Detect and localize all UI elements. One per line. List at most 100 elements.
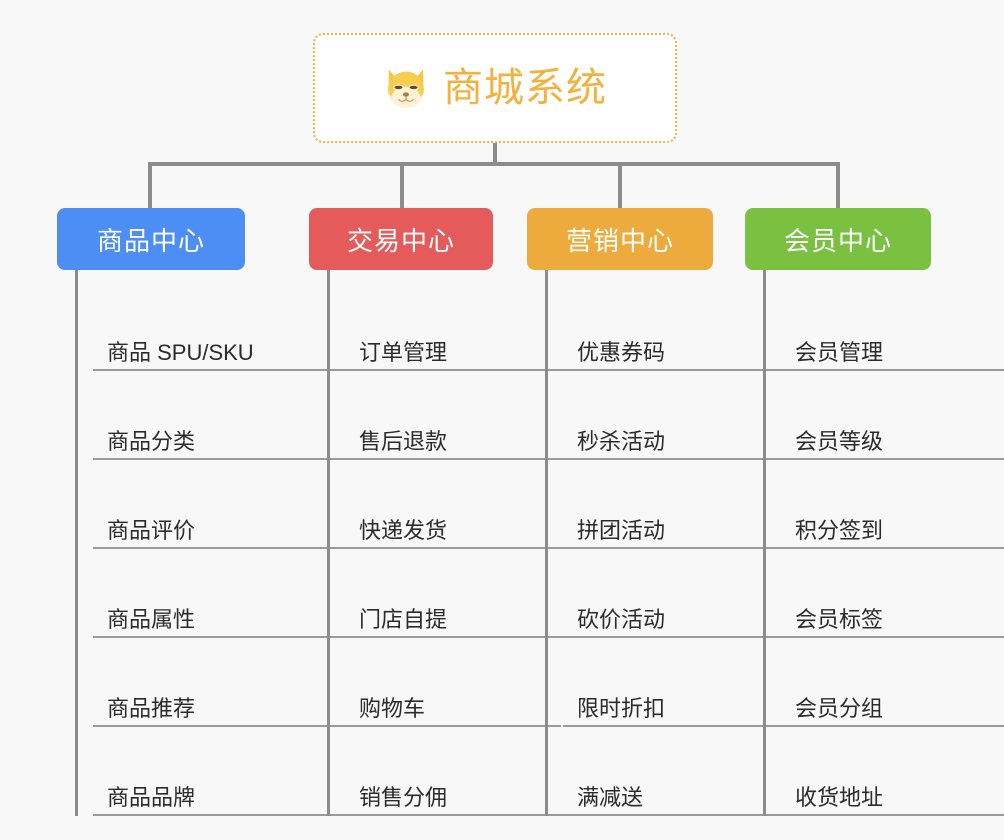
category-column-2: 营销中心 优惠券码 秒杀活动 拼团活动 砍价活动 限时折扣 满减送 [527,208,803,816]
leaf-label: 满减送 [577,784,644,810]
leaf-trunk-1 [327,270,330,816]
leaf-item[interactable]: 拼团活动 [545,460,803,549]
leaf-underline [781,458,1004,460]
leaf-label: 秒杀活动 [577,428,666,454]
leaf-item[interactable]: 商品属性 [75,549,358,638]
leaf-underline [781,636,1004,638]
leaf-item[interactable]: 商品评价 [75,460,358,549]
category-label-0: 商品中心 [96,225,205,256]
leaf-label: 销售分佣 [359,784,448,810]
leaf-label: 拼团活动 [577,517,666,543]
leaf-underline [345,725,561,727]
leaf-underline [345,458,583,460]
leaf-label: 商品属性 [107,606,196,632]
leaf-item[interactable]: 满减送 [545,727,781,816]
leaf-underline [345,547,583,549]
category-header-1[interactable]: 交易中心 [309,208,493,270]
leaf-item[interactable]: 商品 SPU/SKU [75,282,417,371]
leaf-underline [93,458,358,460]
leaf-item[interactable]: 门店自提 [327,549,583,638]
leaf-item[interactable]: 会员管理 [763,282,1004,371]
leaf-item[interactable]: 销售分佣 [327,727,583,816]
connector-horizontal-bus [148,162,840,166]
leaf-underline [781,547,1004,549]
leaf-label: 订单管理 [359,339,448,365]
leaf-label: 砍价活动 [577,606,666,632]
connector-drop-3 [836,162,840,209]
leaf-trunk-3 [763,270,766,816]
leaf-underline [345,636,583,638]
leaf-underline [93,725,358,727]
connector-drop-0 [148,162,152,209]
leaf-label: 购物车 [359,695,426,721]
leaf-item[interactable]: 会员标签 [763,549,1004,638]
leaf-trunk-0 [75,270,78,816]
leaf-underline [345,814,583,816]
leaf-item[interactable]: 会员等级 [763,371,1004,460]
leaf-underline [345,369,583,371]
leaf-item[interactable]: 商品分类 [75,371,358,460]
leaf-item[interactable]: 订单管理 [327,282,583,371]
category-header-0[interactable]: 商品中心 [57,208,245,270]
leaf-underline [93,547,358,549]
shiba-dog-face-icon [388,69,424,109]
leaf-item[interactable]: 商品推荐 [75,638,358,727]
leaf-label: 会员标签 [795,606,884,632]
category-column-1: 交易中心 订单管理 售后退款 快递发货 门店自提 购物车 销售分佣 [309,208,583,816]
leaf-label: 售后退款 [359,428,448,454]
leaf-underline [781,369,1004,371]
leaf-underline [563,725,803,727]
leaf-item[interactable]: 砍价活动 [545,549,803,638]
category-column-3: 会员中心 会员管理 会员等级 积分签到 会员标签 会员分组 收货地址 [745,208,1004,816]
leaf-underline [563,369,803,371]
root-node[interactable]: 商城系统 [313,33,677,143]
leaf-underline [563,636,803,638]
leaf-underline [563,547,803,549]
root-title: 商城系统 [443,66,607,110]
leaf-label: 商品分类 [107,428,196,454]
leaf-label: 积分签到 [795,517,884,543]
leaf-label: 优惠券码 [577,339,666,365]
leaf-list-2: 优惠券码 秒杀活动 拼团活动 砍价活动 限时折扣 满减送 [527,270,803,816]
leaf-label: 会员管理 [795,339,884,365]
leaf-underline [563,458,803,460]
category-label-3: 会员中心 [783,225,892,256]
leaf-label: 收货地址 [795,784,884,810]
leaf-underline [93,369,417,371]
leaf-item[interactable]: 优惠券码 [545,282,803,371]
leaf-list-3: 会员管理 会员等级 积分签到 会员标签 会员分组 收货地址 [745,270,1004,816]
category-label-2: 营销中心 [565,225,674,256]
leaf-underline [93,814,358,816]
leaf-trunk-2 [545,270,548,816]
leaf-list-0: 商品 SPU/SKU 商品分类 商品评价 商品属性 商品推荐 商品品牌 [57,270,417,816]
leaf-label: 商品推荐 [107,695,196,721]
leaf-label: 门店自提 [359,606,448,632]
leaf-item[interactable]: 快递发货 [327,460,583,549]
leaf-underline [93,636,358,638]
leaf-item[interactable]: 购物车 [327,638,561,727]
leaf-item[interactable]: 限时折扣 [545,638,803,727]
leaf-list-1: 订单管理 售后退款 快递发货 门店自提 购物车 销售分佣 [309,270,583,816]
category-column-0: 商品中心 商品 SPU/SKU 商品分类 商品评价 商品属性 商品推荐 商品品牌 [57,208,417,816]
category-header-3[interactable]: 会员中心 [745,208,931,270]
leaf-item[interactable]: 商品品牌 [75,727,358,816]
leaf-label: 会员等级 [795,428,884,454]
leaf-item[interactable]: 秒杀活动 [545,371,803,460]
leaf-item[interactable]: 会员分组 [763,638,1004,727]
leaf-label: 快递发货 [359,517,448,543]
leaf-underline [563,814,781,816]
leaf-label: 商品 SPU/SKU [107,339,254,365]
leaf-label: 限时折扣 [577,695,666,721]
leaf-underline [781,814,1004,816]
connector-drop-1 [400,162,404,209]
leaf-item[interactable]: 积分签到 [763,460,1004,549]
connector-root-stem [493,143,497,166]
leaf-item[interactable]: 售后退款 [327,371,583,460]
leaf-label: 商品评价 [107,517,196,543]
leaf-label: 商品品牌 [107,784,196,810]
leaf-item[interactable]: 收货地址 [763,727,1004,816]
leaf-label: 会员分组 [795,695,884,721]
category-header-2[interactable]: 营销中心 [527,208,713,270]
connector-drop-2 [618,162,622,209]
